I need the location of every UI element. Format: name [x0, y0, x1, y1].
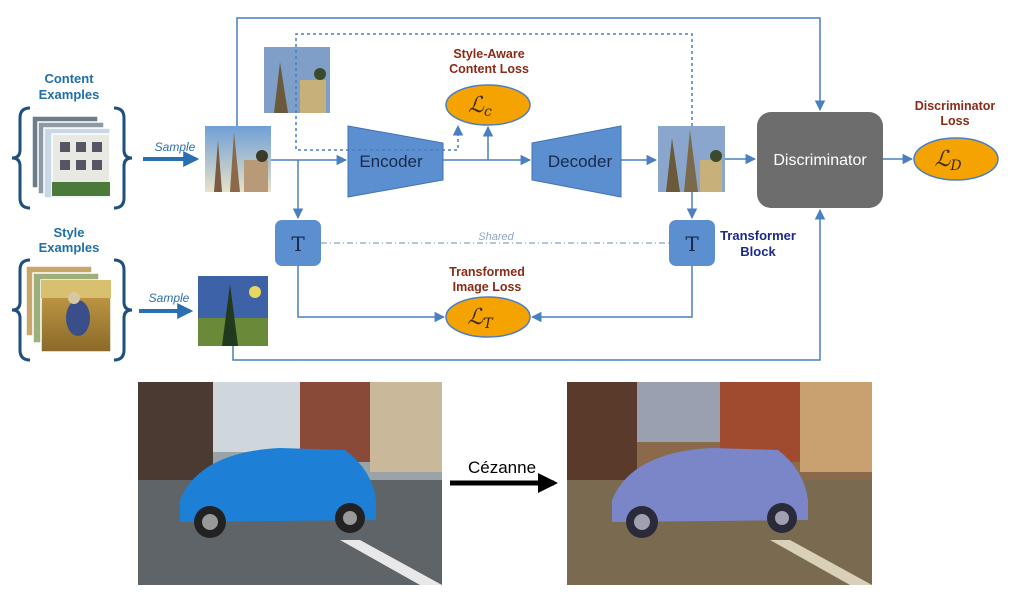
transformer-left-block [275, 220, 321, 266]
transformed-loss-line2: Image Loss [453, 280, 522, 294]
example-original-photo [138, 382, 442, 585]
discriminator-block [757, 112, 883, 208]
transformed-loss-line1: Transformed [449, 265, 525, 279]
transformer-left-label: T [291, 232, 305, 256]
content-loss-symbol: ℒc [468, 93, 492, 120]
style-examples-line2: Examples [39, 240, 100, 255]
output-stylized-image [658, 126, 725, 192]
discriminator-loss-symbol: ℒD [934, 147, 961, 174]
style-examples-label: Style Examples [39, 225, 100, 255]
transformed-loss-symbol: ℒT [467, 305, 494, 332]
connectors [232, 17, 914, 361]
style-examples-line1: Style [53, 225, 84, 240]
content-examples-line1: Content [44, 71, 94, 86]
sample-top-label: Sample [155, 140, 196, 154]
transformer-block-line2: Block [740, 244, 776, 259]
style-examples-stack [11, 258, 133, 362]
stylized-thumbnail-top [264, 47, 330, 113]
sample-bottom-label: Sample [149, 291, 190, 305]
discriminator-loss-line2: Loss [940, 114, 969, 128]
encoder-block [347, 125, 444, 198]
transformer-right-label: T [685, 232, 699, 256]
style-aware-loss-line2: Content Loss [449, 62, 529, 76]
content-examples-stack [11, 106, 133, 210]
style-aware-loss-line1: Style-Aware [453, 47, 524, 61]
transformer-right-block [669, 220, 715, 266]
right-brace-icon [113, 106, 133, 210]
discriminator-label: Discriminator [773, 152, 867, 169]
content-examples-line2: Examples [39, 87, 100, 102]
encoder-label: Encoder [359, 152, 423, 171]
discriminator-loss-ellipse [913, 137, 999, 181]
decoder-label: Decoder [548, 152, 613, 171]
decoder-block [531, 125, 622, 198]
shared-label: Shared [478, 231, 514, 243]
right-brace-icon [113, 258, 133, 362]
input-style-image [198, 276, 268, 346]
content-loss-ellipse [445, 84, 531, 126]
example-stylized-result [567, 382, 872, 585]
content-examples-label: Content Examples [39, 71, 100, 102]
left-brace-icon [11, 106, 31, 210]
discriminator-loss-line1: Discriminator [915, 99, 996, 113]
input-content-image [205, 126, 271, 192]
cezanne-label: Cézanne [468, 458, 536, 477]
transformed-loss-ellipse [445, 296, 531, 338]
dashed-feedback-loop [295, 33, 693, 151]
left-brace-icon [11, 258, 31, 362]
transformer-block-line1: Transformer [720, 228, 796, 243]
